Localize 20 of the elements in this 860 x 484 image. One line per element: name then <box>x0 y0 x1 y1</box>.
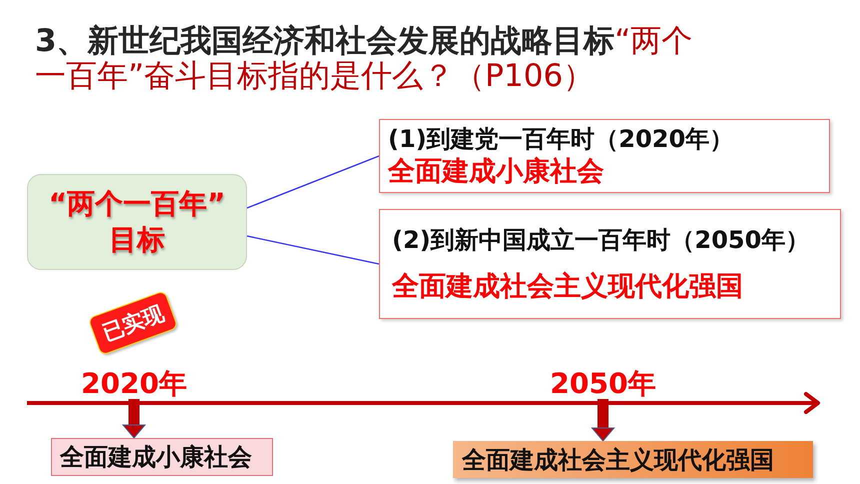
connector-line <box>246 235 380 265</box>
result-card <box>453 441 813 478</box>
goal-deadline: (2)到新中国成立一百年时（2050年） <box>392 224 810 256</box>
block-arrow <box>592 399 614 442</box>
year-label: 2050年 <box>550 369 656 399</box>
stamp-text: 已实现 <box>98 300 168 346</box>
result-text: 全面建成社会主义现代化强国 <box>462 444 774 474</box>
goal-deadline: (1)到建党一百年时（2020年） <box>388 124 734 154</box>
block-arrow <box>122 399 146 438</box>
goal-statement: 全面建成社会主义现代化强国 <box>392 270 743 304</box>
topic-title: “两个一百年”目标 <box>48 186 226 258</box>
goal-statement: 全面建成小康社会 <box>388 154 604 188</box>
title: 3、新世纪我国经济和社会发展的战略目标“两个一百年”奋斗目标指的是什么？（P106） <box>35 24 694 94</box>
goal-card <box>379 209 841 319</box>
result-text: 全面建成小康社会 <box>60 442 252 472</box>
topic-box <box>27 174 247 270</box>
year-label: 2020年 <box>81 369 187 399</box>
goal-card <box>379 119 830 193</box>
result-card <box>51 438 273 476</box>
connector-line <box>246 155 380 209</box>
